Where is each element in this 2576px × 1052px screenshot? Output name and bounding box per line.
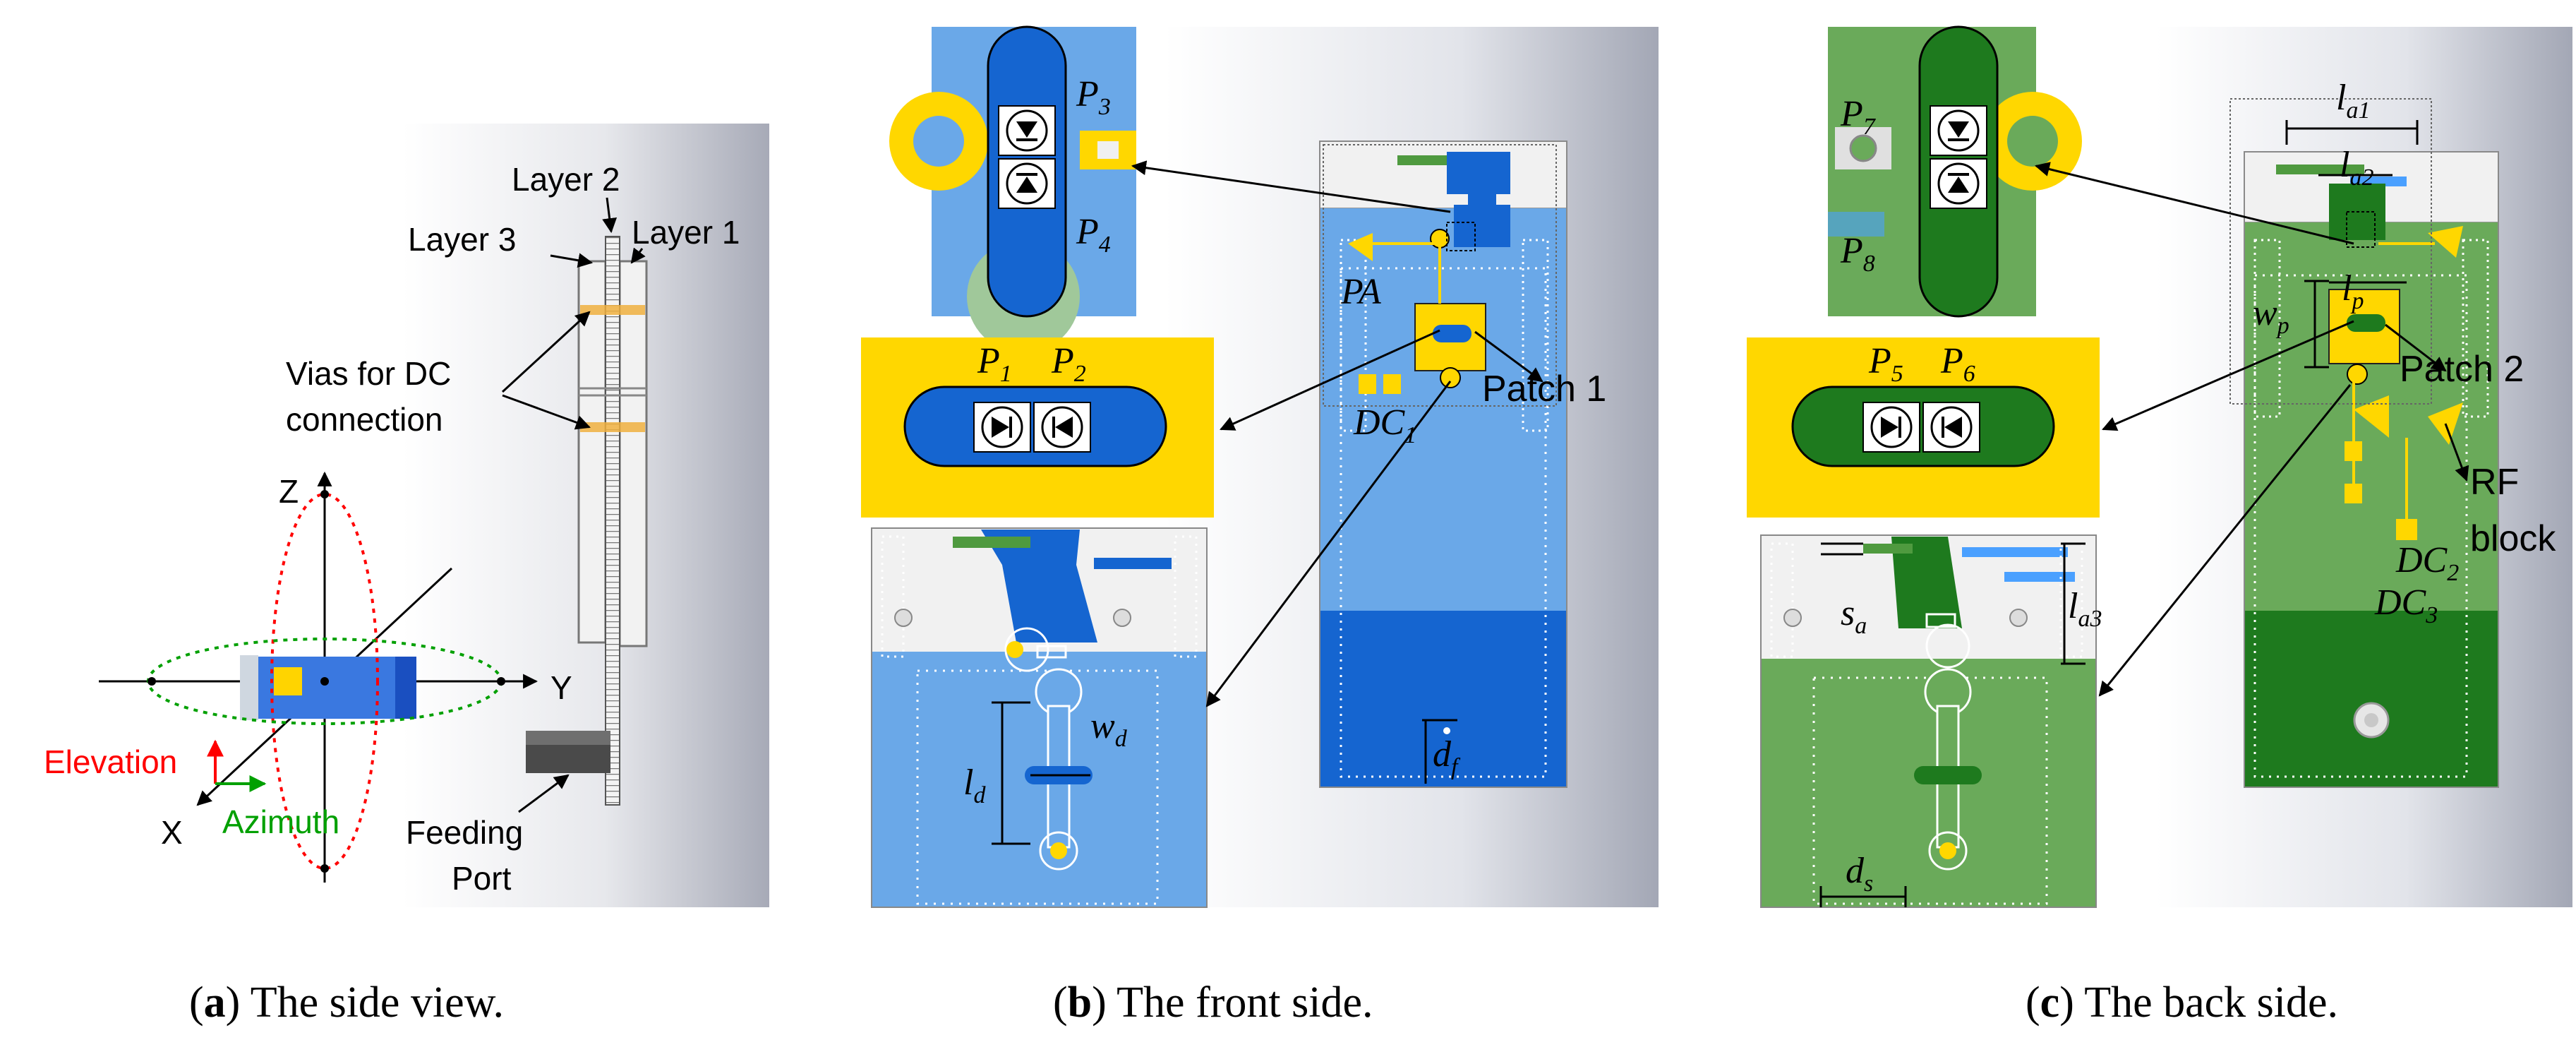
vias-label-line2: connection <box>286 401 443 438</box>
rf-block-label-line1: RF <box>2470 462 2519 503</box>
la2-label: la2 <box>2340 145 2373 191</box>
rf-block-label-line2: block <box>2470 518 2556 559</box>
axis-y-label: Y <box>550 669 572 706</box>
caption-a: (a) The side view. <box>189 979 504 1027</box>
pa-label: PA <box>1340 272 1381 312</box>
layer-1-plate <box>618 260 648 647</box>
wp-label: wp <box>2253 293 2289 339</box>
front-board <box>1319 141 1567 788</box>
wd-label: wd <box>1090 706 1128 752</box>
dc3-label: DC3 <box>2374 582 2438 628</box>
caption-b: (b) The front side. <box>1053 979 1373 1027</box>
ld-label: ld <box>963 763 986 808</box>
p1-label: P1 <box>977 341 1012 387</box>
inset-p3-p4 <box>889 25 1136 353</box>
p3-label: P3 <box>1076 74 1111 120</box>
ds-label: ds <box>1846 851 1873 897</box>
back-board <box>2229 98 2499 788</box>
la3-label: la3 <box>2068 586 2102 632</box>
p2-label: P2 <box>1051 341 1086 387</box>
feeding-port-label-line1: Feeding <box>406 814 523 851</box>
p7-label: P7 <box>1840 94 1877 140</box>
dc2-label: DC2 <box>2395 540 2459 586</box>
layer-2-ruler <box>605 236 620 806</box>
panel-b-front-side: P3 P4 P1 P2 <box>861 25 1659 1027</box>
layer-1-label: Layer 1 <box>632 214 740 251</box>
sa-label: sa <box>1841 593 1867 639</box>
p5-label: P5 <box>1868 341 1903 387</box>
via-lower <box>580 422 645 432</box>
vias-label-line1: Vias for DC <box>286 355 451 392</box>
p6-label: P6 <box>1940 341 1975 387</box>
caption-c: (c) The back side. <box>2026 979 2338 1027</box>
inset-p7-p8 <box>1828 25 2082 318</box>
panel-a-side-view: Layer 2 Layer 3 Layer 1 Vias for DC conn… <box>44 124 769 1027</box>
axis-z-label: Z <box>279 473 299 510</box>
inset-p5-p6 <box>1747 337 2100 518</box>
p4-label: P4 <box>1076 212 1111 258</box>
via-upper <box>580 305 645 315</box>
inset-p1-p2 <box>861 337 1214 518</box>
elevation-label: Elevation <box>44 743 177 780</box>
azimuth-label: Azimuth <box>222 803 339 840</box>
patch-1-label: Patch 1 <box>1482 369 1606 410</box>
patch-2-label: Patch 2 <box>2400 349 2524 390</box>
lp-label: lp <box>2342 268 2364 314</box>
la1-label: la1 <box>2336 78 2370 124</box>
elevation-pattern-ellipse <box>270 493 379 870</box>
inset-back-feed <box>1760 534 2097 908</box>
panel-c-back-side: la1 la2 lp wp Patch 2 RF block DC2 DC3 <box>1747 25 2572 1027</box>
axis-x-label: X <box>161 814 183 851</box>
layer-2-label: Layer 2 <box>512 161 620 198</box>
feeding-port-label-line2: Port <box>452 860 512 897</box>
p8-label: P8 <box>1840 231 1875 277</box>
layer-3-label: Layer 3 <box>408 221 516 258</box>
inset-front-feed <box>871 527 1208 908</box>
